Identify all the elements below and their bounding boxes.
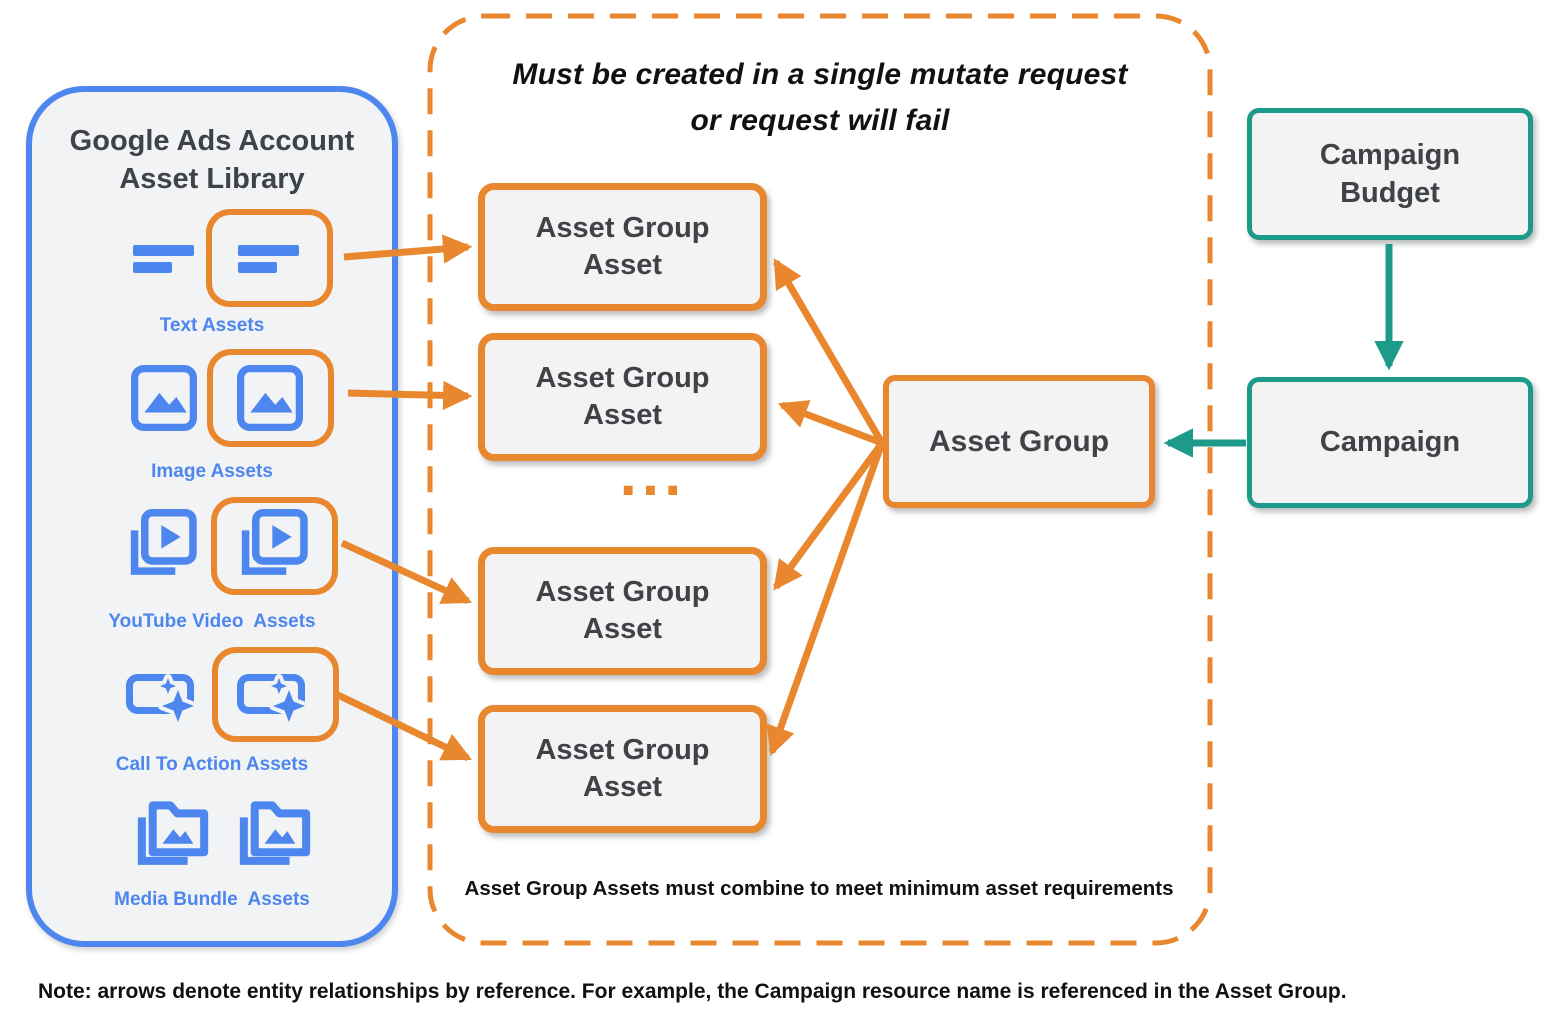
text-asset-icon-pair bbox=[132, 209, 333, 307]
call-to-action-asset-icon-pair bbox=[125, 647, 339, 742]
youtube-video-asset-icon bbox=[126, 508, 201, 584]
image-asset-icon bbox=[130, 365, 197, 431]
text-asset-highlight-outline bbox=[205, 209, 333, 307]
asset-group-asset-label-line2: Asset bbox=[583, 399, 662, 431]
asset-group-asset-box-3: Asset Group Asset bbox=[478, 547, 767, 675]
footnote: Note: arrows denote entity relationships… bbox=[38, 980, 1347, 1003]
call-to-action-assets-label: Call To Action Assets bbox=[115, 754, 309, 775]
asset-row-text: Text Assets bbox=[32, 209, 392, 337]
image-asset-highlight-outline bbox=[206, 349, 334, 447]
asset-group-asset-label-line2: Asset bbox=[583, 771, 662, 803]
media-bundle-asset-icon-pair bbox=[135, 792, 317, 868]
asset-group-asset-label-line1: Asset Group bbox=[535, 212, 710, 244]
asset-row-call-to-action: Call To Action Assets bbox=[32, 647, 392, 776]
asset-library-panel: Google Ads Account Asset Library bbox=[26, 86, 398, 947]
asset-row-youtube-video: YouTube Video Assets bbox=[32, 497, 392, 633]
asset-group-to-aga2-arrow bbox=[777, 400, 884, 447]
image-asset-icon-pair bbox=[130, 349, 334, 447]
call-to-action-asset-icon bbox=[237, 666, 313, 724]
mutate-request-title: Must be created in a single mutate reque… bbox=[470, 52, 1170, 144]
campaign-box: Campaign bbox=[1247, 377, 1533, 508]
asset-library-title-line1: Google Ads Account bbox=[69, 125, 355, 157]
call-to-action-asset-icon bbox=[125, 666, 202, 724]
asset-group-asset-label-line1: Asset Group bbox=[535, 576, 710, 608]
asset-group-asset-label-line1: Asset Group bbox=[535, 734, 710, 766]
minimum-asset-requirements-caption: Asset Group Assets must combine to meet … bbox=[464, 877, 1174, 900]
youtube-video-asset-highlight-outline bbox=[211, 497, 338, 595]
campaign-label: Campaign bbox=[1319, 426, 1461, 458]
asset-group-asset-box-1: Asset Group Asset bbox=[478, 183, 767, 311]
media-bundle-asset-icon bbox=[135, 792, 215, 868]
youtube-video-asset-icon bbox=[237, 508, 312, 584]
campaign-budget-box: Campaign Budget bbox=[1247, 108, 1533, 240]
image-asset-icon bbox=[237, 365, 303, 431]
asset-group-asset-label-line1: Asset Group bbox=[535, 362, 710, 394]
youtube-video-assets-label: YouTube Video Assets bbox=[108, 611, 316, 632]
asset-row-media-bundle: Media Bundle Assets bbox=[32, 792, 392, 911]
campaign-budget-label-line1: Campaign bbox=[1319, 139, 1461, 171]
asset-row-image: Image Assets bbox=[32, 349, 392, 483]
text-asset-icon bbox=[132, 235, 196, 281]
mutate-request-title-line2: or request will fail bbox=[690, 104, 950, 137]
youtube-video-asset-icon-pair bbox=[126, 497, 338, 595]
text-assets-label: Text Assets bbox=[159, 315, 265, 336]
asset-group-asset-label-line2: Asset bbox=[583, 613, 662, 645]
asset-group-label: Asset Group bbox=[928, 424, 1110, 458]
campaign-budget-label-line2: Budget bbox=[1340, 177, 1440, 209]
asset-group-asset-label-line2: Asset bbox=[583, 249, 662, 281]
media-bundle-asset-icon bbox=[237, 792, 317, 868]
call-to-action-asset-highlight-outline bbox=[211, 647, 339, 742]
media-bundle-assets-label: Media Bundle Assets bbox=[114, 889, 310, 910]
asset-library-title: Google Ads Account Asset Library bbox=[32, 122, 392, 198]
asset-library-title-line2: Asset Library bbox=[119, 163, 305, 195]
asset-group-to-aga3-arrow bbox=[773, 440, 885, 591]
asset-group-asset-box-4: Asset Group Asset bbox=[478, 705, 767, 833]
mutate-request-title-line1: Must be created in a single mutate reque… bbox=[512, 58, 1128, 91]
asset-group-box: Asset Group bbox=[883, 375, 1155, 508]
more-assets-ellipsis: ... bbox=[619, 440, 687, 509]
text-asset-icon bbox=[237, 235, 301, 281]
asset-group-to-aga1-arrow bbox=[772, 258, 886, 445]
asset-group-to-aga4-arrow bbox=[766, 441, 886, 757]
image-assets-label: Image Assets bbox=[151, 461, 273, 482]
